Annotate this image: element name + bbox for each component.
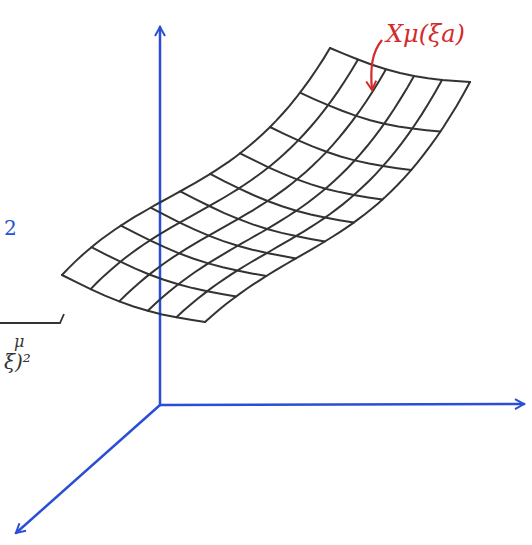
coordinate-label: Xμ(ξa) <box>386 22 465 46</box>
fragment-number: 2 <box>4 218 17 238</box>
leader-arrow <box>371 40 382 90</box>
axes <box>16 27 524 533</box>
grid-line <box>151 208 296 259</box>
grid-line <box>119 69 386 301</box>
vertical-axis <box>159 27 162 405</box>
grid-line <box>62 48 330 275</box>
fragment-symbol: μ <box>14 334 24 350</box>
fragment-symbol: ξ)² <box>4 352 31 372</box>
grid-line <box>240 153 382 199</box>
grid-line <box>148 76 414 311</box>
grid-line <box>205 82 470 322</box>
grid-line <box>62 275 205 322</box>
grid-line <box>91 247 236 296</box>
grid-line <box>330 48 470 82</box>
grid-line <box>270 127 411 170</box>
surface-grid <box>62 48 470 322</box>
horizontal-axis <box>160 404 524 405</box>
root-bar-fragment <box>0 314 64 323</box>
grid-line <box>121 226 267 276</box>
grid-line <box>300 93 440 132</box>
grid-line <box>210 174 354 223</box>
depth-axis <box>16 405 160 533</box>
grid-line <box>176 80 442 317</box>
grid-line <box>180 191 325 241</box>
